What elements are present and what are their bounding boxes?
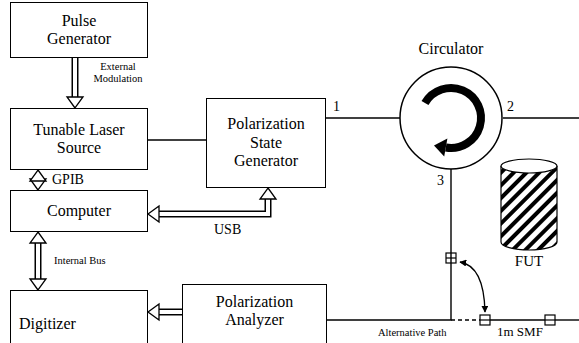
arrow-head	[148, 304, 159, 320]
process-box: Digitizer	[10, 290, 148, 343]
arrow-head	[30, 170, 46, 181]
process-box: Polarization State Generator	[206, 98, 326, 188]
node-heading: FUT	[498, 253, 560, 270]
process-box: Pulse Generator	[10, 2, 148, 58]
path-label: Alternative Path	[378, 327, 447, 339]
port-number: 3	[437, 173, 444, 188]
smf-fiber	[490, 319, 545, 320]
rotation-arrow	[425, 88, 481, 148]
port-number: 2	[507, 99, 514, 114]
fiber-connector	[545, 315, 555, 325]
fiber-line	[148, 139, 206, 140]
signal-label: USB	[214, 222, 241, 237]
bus-arrow-core	[36, 243, 40, 279]
fiber-spool: FUT	[498, 158, 560, 270]
connector-mark	[480, 319, 490, 320]
arrow-head	[30, 279, 46, 290]
signal-label: Internal Bus	[54, 255, 106, 267]
fiber-connector	[480, 315, 490, 325]
connector	[67, 58, 83, 108]
process-box: Polarization Analyzer	[182, 284, 327, 343]
bus-arrow	[159, 199, 268, 214]
smf-fiber	[555, 319, 579, 320]
bus-arrow-core	[159, 199, 268, 214]
node-heading: Circulator	[399, 40, 503, 58]
rotation-arrow-head	[434, 139, 447, 157]
bus-arrow	[159, 309, 182, 316]
signal-label: GPIB	[52, 172, 84, 187]
spool-body	[501, 166, 557, 250]
box-label: Polarization Analyzer	[205, 293, 305, 330]
arrow-head	[260, 188, 276, 199]
arrow-head	[148, 206, 159, 222]
connector	[30, 232, 46, 290]
box-label: Pulse Generator	[33, 12, 125, 49]
box-label: Computer	[47, 202, 111, 220]
spool-outline	[500, 158, 558, 252]
switch-arrow	[460, 262, 485, 312]
port-fiber	[503, 117, 579, 118]
bus-arrow-core	[159, 310, 182, 314]
box-label: Polarization State Generator	[220, 115, 312, 170]
box-label: Digitizer	[19, 315, 76, 333]
spool-top	[501, 159, 557, 173]
alternative-path-line	[451, 319, 480, 320]
box-label: Tunable Laser Source	[23, 121, 135, 158]
connector	[327, 169, 451, 320]
arrow-head	[67, 97, 83, 108]
bus-arrow	[72, 58, 79, 97]
connector	[326, 118, 400, 119]
bus-arrow-core	[73, 58, 77, 97]
process-box: Tunable Laser Source	[10, 108, 148, 170]
connector	[30, 170, 46, 190]
circulator-circle: Circulator	[399, 66, 503, 170]
circulator-ring	[400, 67, 502, 169]
arrow-head	[30, 232, 46, 243]
process-box: Computer	[10, 190, 148, 232]
path-label: 1m SMF	[497, 325, 543, 339]
connector	[148, 304, 182, 320]
connector-mark	[545, 319, 555, 320]
connector	[148, 188, 276, 222]
circulator-outline	[399, 66, 503, 170]
port-number: 1	[333, 99, 340, 114]
fiber-line	[327, 169, 451, 320]
fiber-line	[326, 117, 400, 118]
connector	[148, 140, 206, 141]
bus-arrow	[35, 243, 42, 279]
signal-label: External Modulation	[86, 61, 150, 84]
